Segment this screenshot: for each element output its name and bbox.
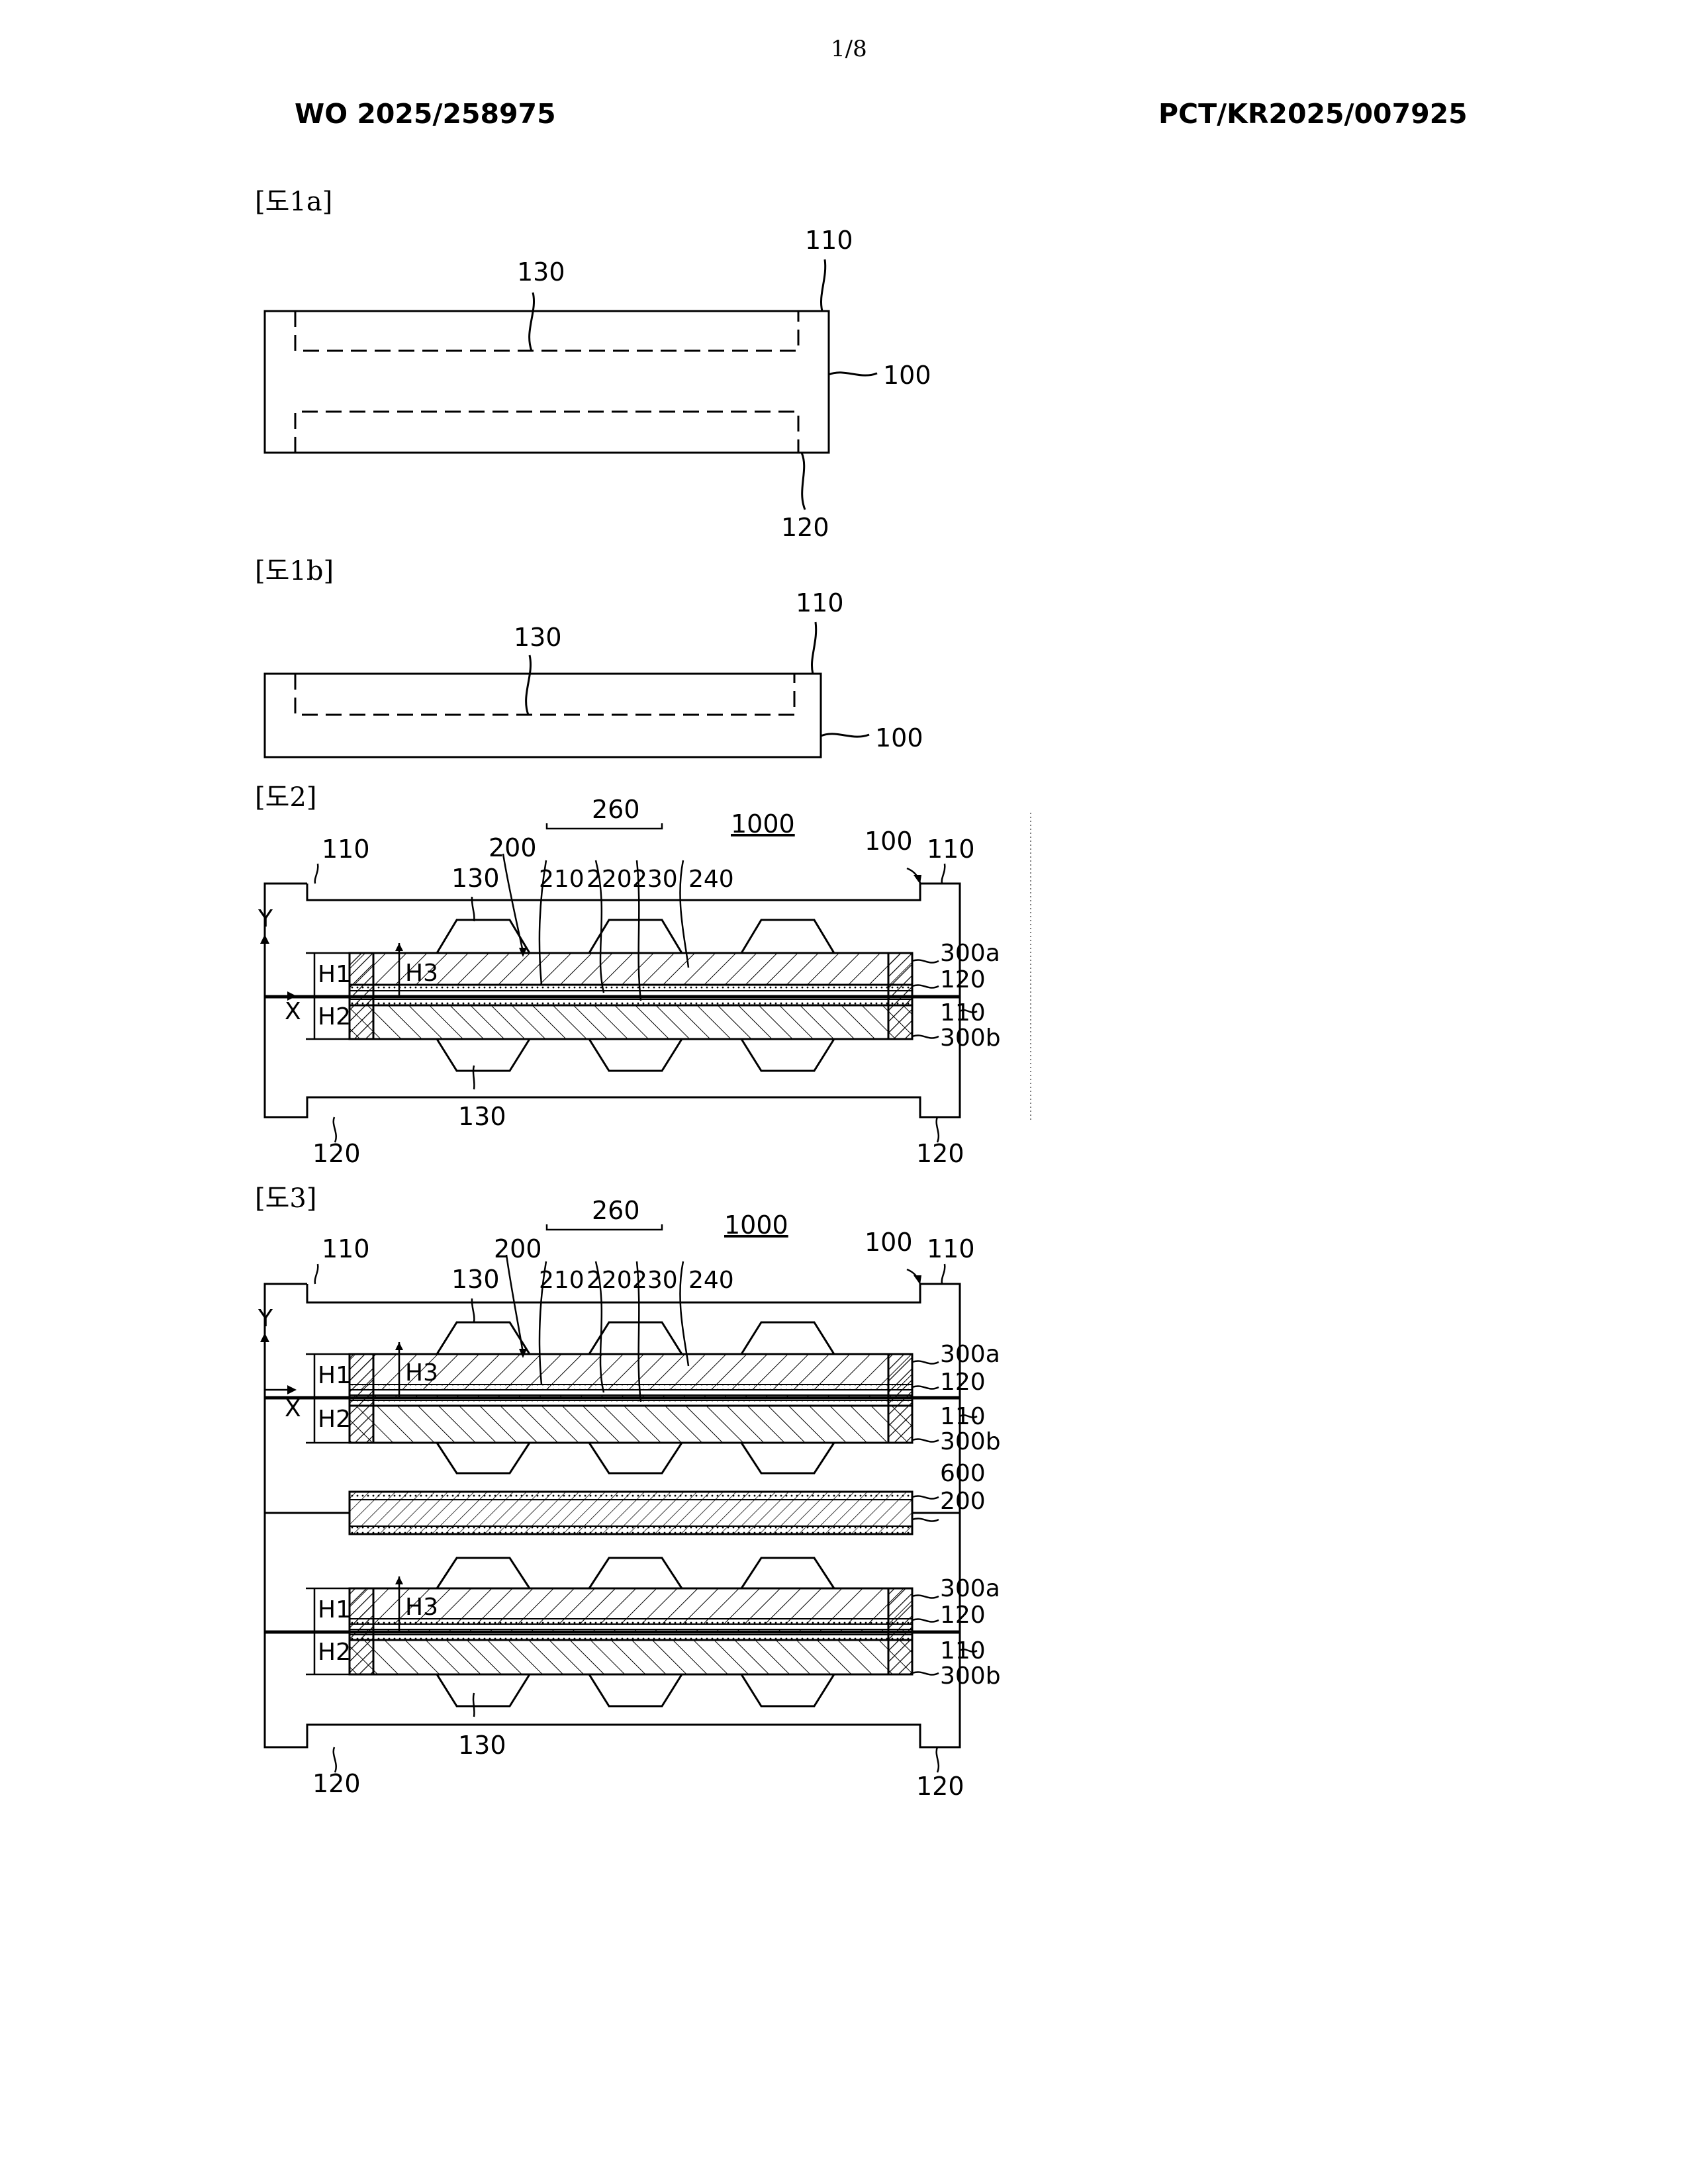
ref-230: 230 (632, 866, 678, 893)
dim-h3: H3 (405, 960, 438, 987)
ref-110-mid: 110 (940, 999, 986, 1026)
dim-h1: H1 (318, 961, 351, 988)
ref-110-mid-upper: 110 (940, 1403, 986, 1430)
dim-h3-lower: H3 (405, 1594, 438, 1621)
figure-1a-label: [도1a] (255, 180, 332, 218)
dim-h1-lower: H1 (318, 1596, 351, 1623)
ref-260: 260 (592, 795, 640, 824)
ref-240: 240 (688, 1267, 734, 1294)
ref-200-mid: 200 (940, 1488, 986, 1515)
dim-h1-upper: H1 (318, 1362, 351, 1389)
axis-y: Y (258, 1305, 273, 1332)
region-130-upper (295, 311, 798, 351)
ref-100: 100 (865, 827, 913, 856)
ref-120-left: 120 (312, 1769, 361, 1798)
application-number: PCT/KR2025/007925 (1158, 98, 1468, 130)
ref-240: 240 (688, 866, 734, 893)
ref-110-left: 110 (322, 835, 370, 864)
ref-120-right: 120 (916, 1139, 964, 1168)
ref-110: 110 (796, 588, 844, 617)
ref-210: 210 (539, 1267, 585, 1294)
ref-120-mid-upper: 120 (940, 1369, 986, 1396)
ref-120-mid-lower: 120 (940, 1602, 986, 1629)
ref-200: 200 (489, 833, 537, 862)
ref-300b: 300b (940, 1024, 1001, 1052)
axis-y: Y (258, 905, 273, 933)
page-number: 1/8 (831, 36, 867, 62)
dim-h3-upper: H3 (405, 1359, 438, 1387)
dim-h2-upper: H2 (318, 1406, 351, 1433)
region-130 (295, 674, 794, 715)
ref-120: 120 (781, 513, 829, 542)
ref-300a: 300a (940, 940, 1000, 967)
ref-230: 230 (632, 1267, 678, 1294)
ref-110-left: 110 (322, 1234, 370, 1263)
ref-100: 100 (875, 723, 923, 752)
ref-130-upper: 130 (451, 864, 500, 893)
publication-number: WO 2025/258975 (295, 98, 556, 130)
ref-200: 200 (494, 1234, 542, 1263)
ref-120-left: 120 (312, 1139, 361, 1168)
ref-110-right: 110 (927, 835, 975, 864)
ref-300a-upper: 300a (940, 1341, 1000, 1368)
figure-2-drawing: 110 200 260 1000 100 110 130 210 220 230… (0, 807, 1059, 1178)
ref-100: 100 (865, 1228, 913, 1257)
ref-210: 210 (539, 866, 585, 893)
ref-300a-lower: 300a (940, 1575, 1000, 1602)
ref-110: 110 (805, 226, 853, 255)
ref-120-right: 120 (916, 1772, 964, 1801)
ref-220: 220 (586, 1267, 632, 1294)
axis-x: X (285, 998, 301, 1025)
region-130-lower (295, 412, 798, 453)
ref-1000: 1000 (724, 1210, 788, 1240)
plate-100 (265, 311, 829, 453)
ref-130-lower: 130 (458, 1731, 506, 1760)
dim-h2-lower: H2 (318, 1639, 351, 1666)
ref-300b-lower: 300b (940, 1662, 1001, 1690)
ref-130-lower: 130 (458, 1102, 506, 1131)
figure-1b-drawing: 130 110 100 (0, 582, 993, 768)
ref-300b-upper: 300b (940, 1428, 1001, 1455)
ref-260: 260 (592, 1196, 640, 1225)
dim-h2: H2 (318, 1003, 351, 1030)
ref-120-mid: 120 (940, 966, 986, 993)
ref-110-mid-lower: 110 (940, 1637, 986, 1664)
axis-x: X (285, 1395, 301, 1422)
ref-1000: 1000 (731, 809, 795, 839)
ref-130: 130 (514, 623, 562, 652)
ref-600: 600 (940, 1460, 986, 1487)
ref-110-right: 110 (927, 1234, 975, 1263)
figure-3-drawing: 110 200 260 1000 100 110 130 210 220 230… (0, 1205, 1059, 1813)
ref-220: 220 (586, 866, 632, 893)
ref-130-upper: 130 (451, 1265, 500, 1294)
ref-100: 100 (883, 361, 931, 390)
ref-130: 130 (517, 257, 565, 287)
figure-1a-drawing: 130 110 100 120 (0, 218, 993, 549)
